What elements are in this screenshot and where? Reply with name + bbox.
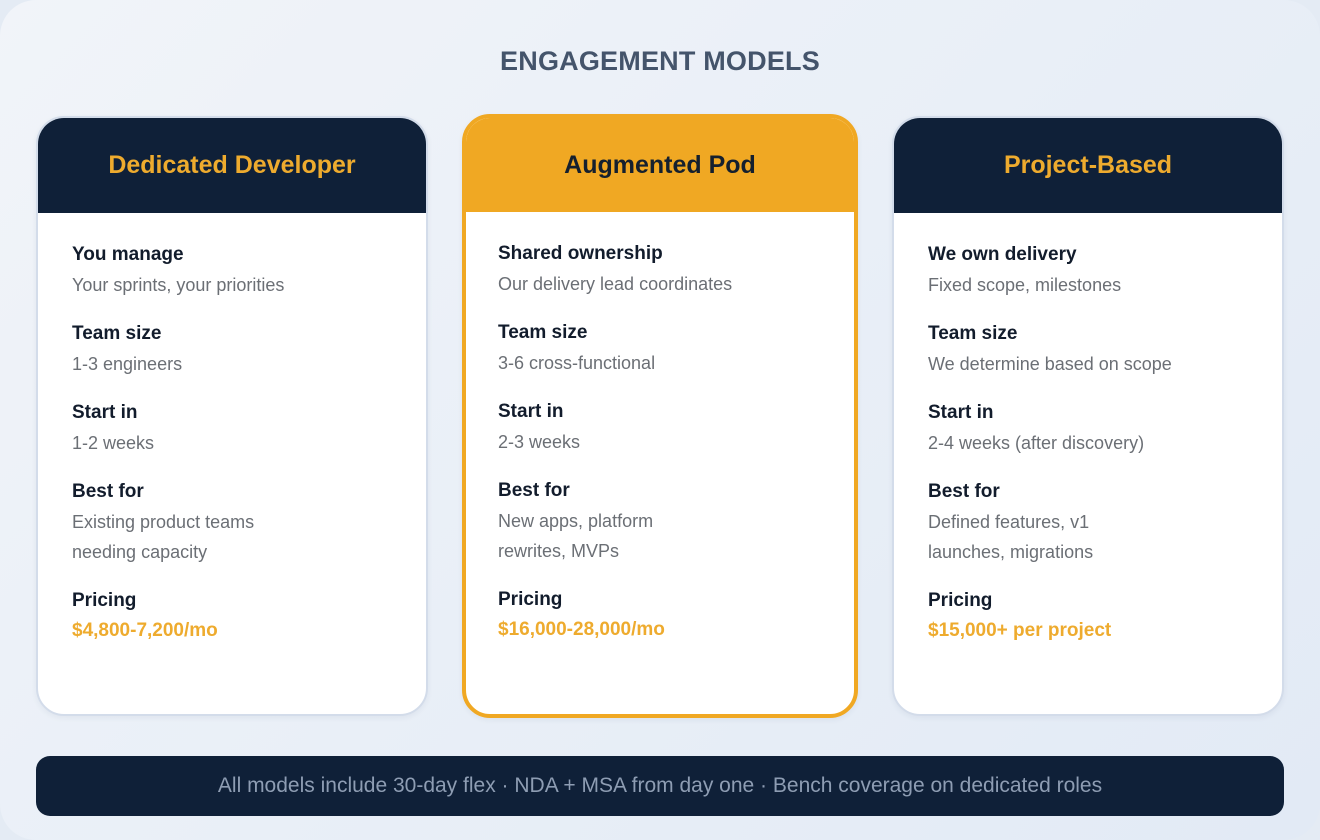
detail-value: Existing product teams needing capacity (72, 512, 255, 562)
detail-value: Fixed scope, milestones (928, 275, 1122, 295)
detail-row: Start in 2-4 weeks (after discovery) (928, 401, 1248, 458)
detail-row: Team size 3-6 cross-functional (498, 321, 822, 378)
detail-label: Best for (72, 481, 144, 502)
detail-row: Shared ownership Our delivery lead coord… (498, 242, 822, 299)
detail-row: Start in 1-2 weeks (72, 401, 392, 458)
detail-label: Start in (72, 402, 138, 423)
card-dedicated-developer: Dedicated Developer You manage Your spri… (36, 116, 428, 716)
detail-row: Team size 1-3 engineers (72, 322, 392, 379)
pricing-label: Pricing (72, 590, 137, 611)
detail-row: You manage Your sprints, your priorities (72, 243, 392, 300)
detail-value: Defined features, v1 launches, migration… (928, 512, 1094, 562)
detail-value: 2-4 weeks (after discovery) (928, 433, 1145, 453)
detail-row: Team size We determine based on scope (928, 322, 1248, 379)
pricing-label: Pricing (928, 590, 993, 611)
card-header: Project-Based (894, 118, 1282, 213)
detail-label: Start in (498, 401, 564, 422)
detail-label: We own delivery (928, 244, 1077, 265)
detail-row: Best for Defined features, v1 launches, … (928, 480, 1248, 567)
detail-value: 2-3 weeks (498, 432, 581, 452)
detail-value: We determine based on scope (928, 354, 1172, 374)
detail-value: 3-6 cross-functional (498, 353, 656, 373)
pricing-label: Pricing (498, 589, 563, 610)
page-title: ENGAGEMENT MODELS (500, 46, 820, 76)
detail-label: Best for (928, 481, 1000, 502)
card-augmented-pod: Augmented Pod Shared ownership Our deliv… (462, 114, 858, 718)
detail-label: Best for (498, 480, 570, 501)
footer-banner: All models include 30-day flex · NDA + M… (36, 756, 1284, 816)
detail-label: Team size (498, 322, 588, 343)
card-header: Dedicated Developer (38, 118, 426, 213)
detail-value: 1-2 weeks (72, 433, 155, 453)
detail-row: Start in 2-3 weeks (498, 400, 822, 457)
detail-label: Team size (928, 323, 1018, 344)
detail-label: Shared ownership (498, 243, 663, 264)
detail-label: Start in (928, 402, 994, 423)
detail-row: Best for Existing product teams needing … (72, 480, 392, 567)
pricing-row: Pricing $4,800-7,200/mo (72, 589, 392, 646)
card-project-based: Project-Based We own delivery Fixed scop… (892, 116, 1284, 716)
footer-text: All models include 30-day flex · NDA + M… (217, 774, 1103, 797)
detail-value: 1-3 engineers (72, 354, 183, 374)
detail-row: Best for New apps, platform rewrites, MV… (498, 479, 822, 566)
detail-value: Your sprints, your priorities (72, 275, 285, 295)
pricing-value: $4,800-7,200/mo (72, 620, 218, 641)
detail-label: You manage (72, 244, 184, 265)
detail-value: Our delivery lead coordinates (498, 274, 733, 294)
pricing-value: $15,000+ per project (928, 620, 1112, 641)
detail-row: We own delivery Fixed scope, milestones (928, 243, 1248, 300)
pricing-row: Pricing $16,000-28,000/mo (498, 588, 822, 645)
pricing-row: Pricing $15,000+ per project (928, 589, 1248, 646)
pricing-value: $16,000-28,000/mo (498, 619, 665, 640)
card-header: Augmented Pod (466, 118, 854, 212)
detail-value: New apps, platform rewrites, MVPs (498, 511, 654, 561)
detail-label: Team size (72, 323, 162, 344)
